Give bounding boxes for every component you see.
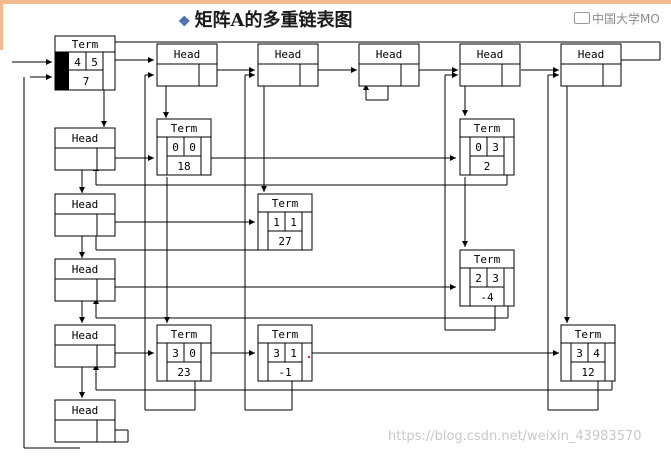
term-node-0-3-value: 2 [484,160,491,173]
row-head-3: Head [54,258,116,302]
column-head-1-label: Head [174,48,201,61]
term-node-0-3-row: 0 [475,141,482,154]
watermark: https://blog.csdn.net/weixin_43983570 [388,429,642,444]
logo-mark-icon [574,12,590,24]
red-dot [307,355,311,359]
term-node-2-3-value: -4 [480,291,494,304]
row-head-1-box [54,127,116,171]
term-node-2-3-label: Term [474,253,501,266]
term-node-3-0-label: Term [171,328,198,341]
row-head-5: Head [54,399,116,443]
term-node-3-4-label: Term [575,328,602,341]
column-head-3-label: Head [376,48,403,61]
term-node-0-0-label: Term [171,122,198,135]
term-node-1-1-label: Term [272,197,299,210]
column-head-3-box [358,43,420,87]
row-head-3-label: Head [72,263,99,276]
top-accent-bar [0,0,671,4]
column-head-4-label: Head [477,48,504,61]
column-head-3: Head [358,43,420,87]
page-title: ❖矩阵A的多重链表图 [178,6,353,32]
term-node-3-4-row: 3 [576,347,583,360]
row-head-5-label: Head [72,404,99,417]
term-node-1-1-col: 1 [290,216,297,229]
term-node-2-3-row: 2 [475,272,482,285]
term-node-3-0-col: 0 [189,347,196,360]
row-head-2-box [54,193,116,237]
column-head-4-box [459,43,521,87]
term-node-3-1-col: 1 [290,347,297,360]
term-node-3-4-col: 4 [593,347,600,360]
term-node-3-1-value: -1 [278,366,291,379]
term-node-1-1-row: 1 [273,216,280,229]
term-node-2-3-col: 3 [492,272,499,285]
row-head-2-label: Head [72,198,99,211]
term-node-3-0-value: 23 [177,366,190,379]
matrix-entry-node-rows: 4 [74,56,81,69]
left-accent-bar [0,0,3,50]
column-head-2-box [257,43,319,87]
term-node-0-3-label: Term [474,122,501,135]
term-node-3-1-row: 3 [273,347,280,360]
term-node-3-4-value: 12 [581,366,594,379]
matrix-entry-node-black-bar [55,52,69,90]
matrix-entry-node-cols: 5 [91,56,98,69]
column-head-4: Head [459,43,521,87]
link-lines [12,41,661,449]
term-node-0-0-row: 0 [172,141,179,154]
page-title-text: 矩阵A的多重链表图 [194,10,353,31]
column-head-5-label: Head [578,48,605,61]
row-head-5-box [54,399,116,443]
term-node-3-1-label: Term [272,328,299,341]
row-head-4-label: Head [72,329,99,342]
logo: 中国大学MO [574,10,660,27]
column-head-5-box [560,43,622,87]
column-head-1: Head [156,43,218,87]
term-node-0-0-col: 0 [189,141,196,154]
column-head-2-label: Head [275,48,302,61]
matrix-entry-node-label: Term [72,38,99,51]
term-node-0-3-col: 3 [492,141,499,154]
row-head-4-box [54,324,116,368]
column-head-2: Head [257,43,319,87]
row-head-1: Head [54,127,116,171]
term-node-1-1-value: 27 [278,235,291,248]
matrix-entry-node-nonzero: 7 [83,75,90,88]
term-node-0-0-value: 18 [177,160,190,173]
column-head-1-box [156,43,218,87]
term-node-3-0-row: 3 [172,347,179,360]
row-head-3-box [54,258,116,302]
row-head-4: Head [54,324,116,368]
logo-text: 中国大学MO [592,12,660,26]
title-bullet-icon: ❖ [178,14,191,30]
column-head-5: Head [560,43,622,87]
row-head-1-label: Head [72,132,99,145]
row-head-2: Head [54,193,116,237]
